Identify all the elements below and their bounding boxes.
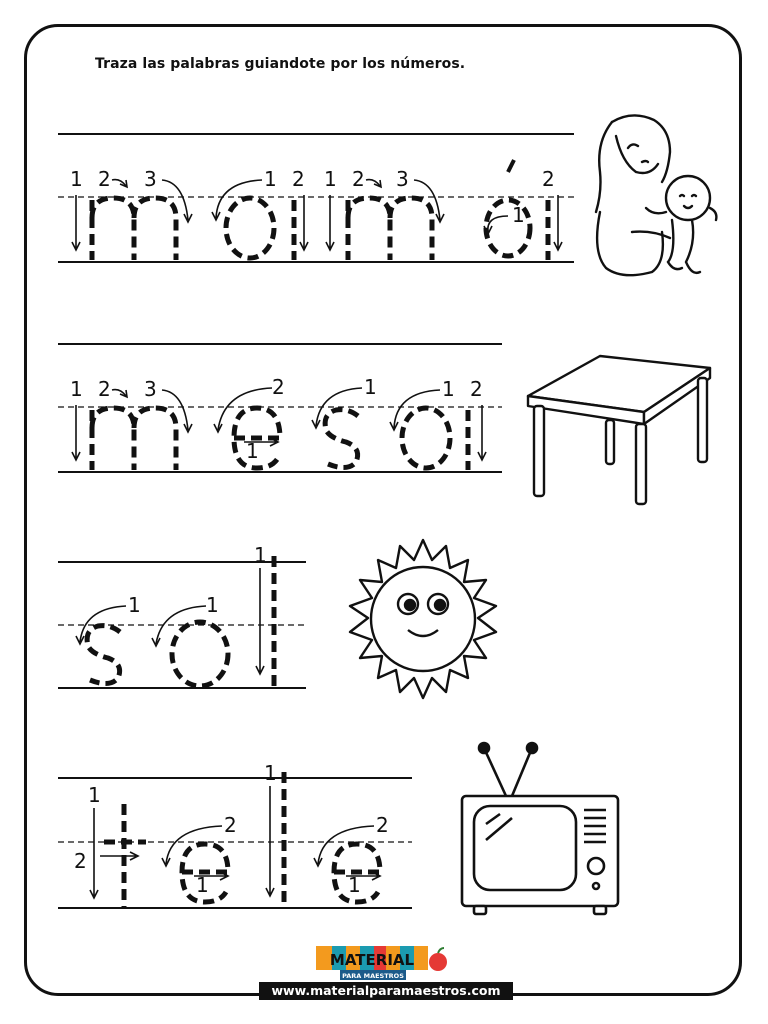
svg-text:1: 1: [206, 593, 219, 617]
svg-text:2: 2: [272, 375, 285, 399]
svg-text:2: 2: [74, 849, 87, 873]
dotted-letter-l: 1: [254, 543, 277, 688]
dotted-letter-s: 1: [311, 375, 377, 470]
svg-text:2: 2: [352, 167, 365, 191]
svg-text:1: 1: [348, 873, 361, 897]
svg-text:2: 2: [224, 813, 237, 837]
svg-text:2: 2: [542, 167, 555, 191]
trace-word-sol: 1 1 1: [58, 540, 318, 696]
svg-text:3: 3: [144, 377, 157, 401]
logo-subtitle: PARA MAESTROS: [342, 972, 404, 980]
svg-text:1: 1: [70, 167, 83, 191]
svg-text:2: 2: [98, 377, 111, 401]
svg-text:1: 1: [254, 543, 267, 567]
svg-text:2: 2: [98, 167, 111, 191]
instruction-text: Traza las palabras guiandote por los núm…: [95, 56, 466, 72]
svg-text:1: 1: [246, 439, 259, 463]
mother-holding-baby-illustration: [592, 112, 722, 289]
logo-wordmark: MATERIAL: [330, 951, 415, 969]
television-illustration: [456, 740, 624, 921]
svg-text:1: 1: [264, 167, 277, 191]
svg-text:2: 2: [292, 167, 305, 191]
svg-text:1: 1: [324, 167, 337, 191]
dotted-letter-e: 21: [313, 813, 389, 905]
svg-text:1: 1: [128, 593, 141, 617]
dotted-letter-e: 21: [161, 813, 237, 905]
svg-text:2: 2: [376, 813, 389, 837]
dotted-letter-s: 1: [75, 593, 141, 686]
website-url: www.materialparamaestros.com: [259, 982, 513, 1000]
svg-text:1: 1: [264, 761, 277, 785]
svg-text:2: 2: [470, 377, 483, 401]
dotted-letter-a-accent: 12: [483, 159, 563, 260]
svg-text:1: 1: [88, 783, 101, 807]
svg-text:1: 1: [364, 375, 377, 399]
dotted-letter-l: 1: [264, 761, 287, 908]
svg-text:3: 3: [144, 167, 157, 191]
dotted-letter-o: 1: [151, 593, 231, 689]
svg-text:1: 1: [70, 377, 83, 401]
smiling-sun-illustration: [342, 538, 504, 705]
svg-text:3: 3: [396, 167, 409, 191]
table-illustration: [524, 352, 714, 513]
dotted-letter-t: 12: [74, 783, 146, 908]
svg-text:1: 1: [512, 203, 525, 227]
material-para-maestros-logo: MATERIAL PARA MAESTROS: [316, 942, 448, 984]
svg-text:1: 1: [442, 377, 455, 401]
svg-text:1: 1: [196, 873, 209, 897]
dotted-letter-e: 21: [213, 375, 285, 471]
